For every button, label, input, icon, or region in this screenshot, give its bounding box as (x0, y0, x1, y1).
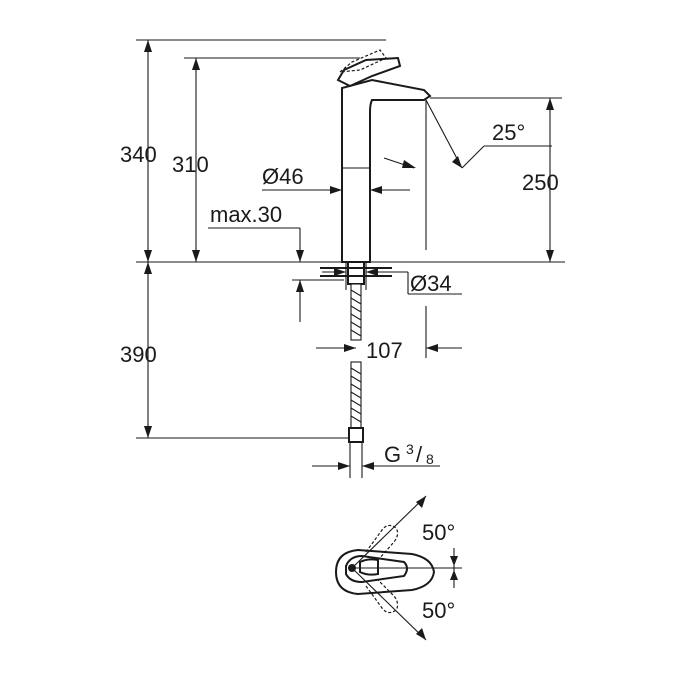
dimension-body-height (184, 57, 360, 262)
label-shank-diameter: Ø34 (410, 271, 452, 296)
lever-handle-ghost (338, 49, 387, 73)
dimension-body-diameter (262, 186, 410, 194)
lever-handle (336, 56, 402, 88)
dimension-spout-reach (316, 306, 462, 358)
lever-ghost-lower (365, 579, 399, 614)
label-hose-length: 390 (120, 342, 157, 367)
angle-line-lower (351, 567, 427, 641)
dimension-deck-thickness (208, 227, 344, 322)
label-spout-reach: 107 (366, 338, 403, 363)
dimension-spout-height (430, 97, 562, 262)
label-deck-thickness: max.30 (210, 202, 282, 227)
dimension-spout-angle (383, 99, 552, 250)
label-spout-height: 250 (522, 170, 559, 195)
dimension-shank-diameter (322, 268, 462, 295)
top-view-lever-inner (359, 558, 379, 576)
angle-arrow-upper (416, 496, 426, 508)
label-lever-angle-bottom: 50° (422, 598, 455, 623)
lever-ghost-upper (365, 524, 399, 561)
angle-arrow-lower (416, 628, 426, 640)
faucet-top-view (334, 495, 462, 641)
mounting-shank (347, 261, 365, 285)
faucet-side-view: 340 310 250 25° (120, 39, 565, 478)
label-thread-denominator: 8 (426, 451, 434, 467)
label-body-height: 310 (172, 152, 209, 177)
label-body-diameter: Ø46 (262, 164, 304, 189)
dimension-total-height (136, 39, 386, 262)
label-spout-angle: 25° (492, 120, 525, 145)
supply-hose (350, 283, 362, 429)
dimension-hose-length (136, 262, 350, 439)
dimension-connection-thread (312, 462, 440, 470)
faucet-body (341, 78, 432, 263)
label-lever-angle-top: 50° (422, 520, 455, 545)
angle-line-upper (351, 495, 427, 569)
label-thread-numerator: 3 (406, 441, 414, 457)
label-total-height: 340 (120, 142, 157, 167)
label-thread-slash: / (416, 442, 423, 467)
hose-nut (348, 427, 364, 443)
label-thread-prefix: G (384, 442, 401, 467)
